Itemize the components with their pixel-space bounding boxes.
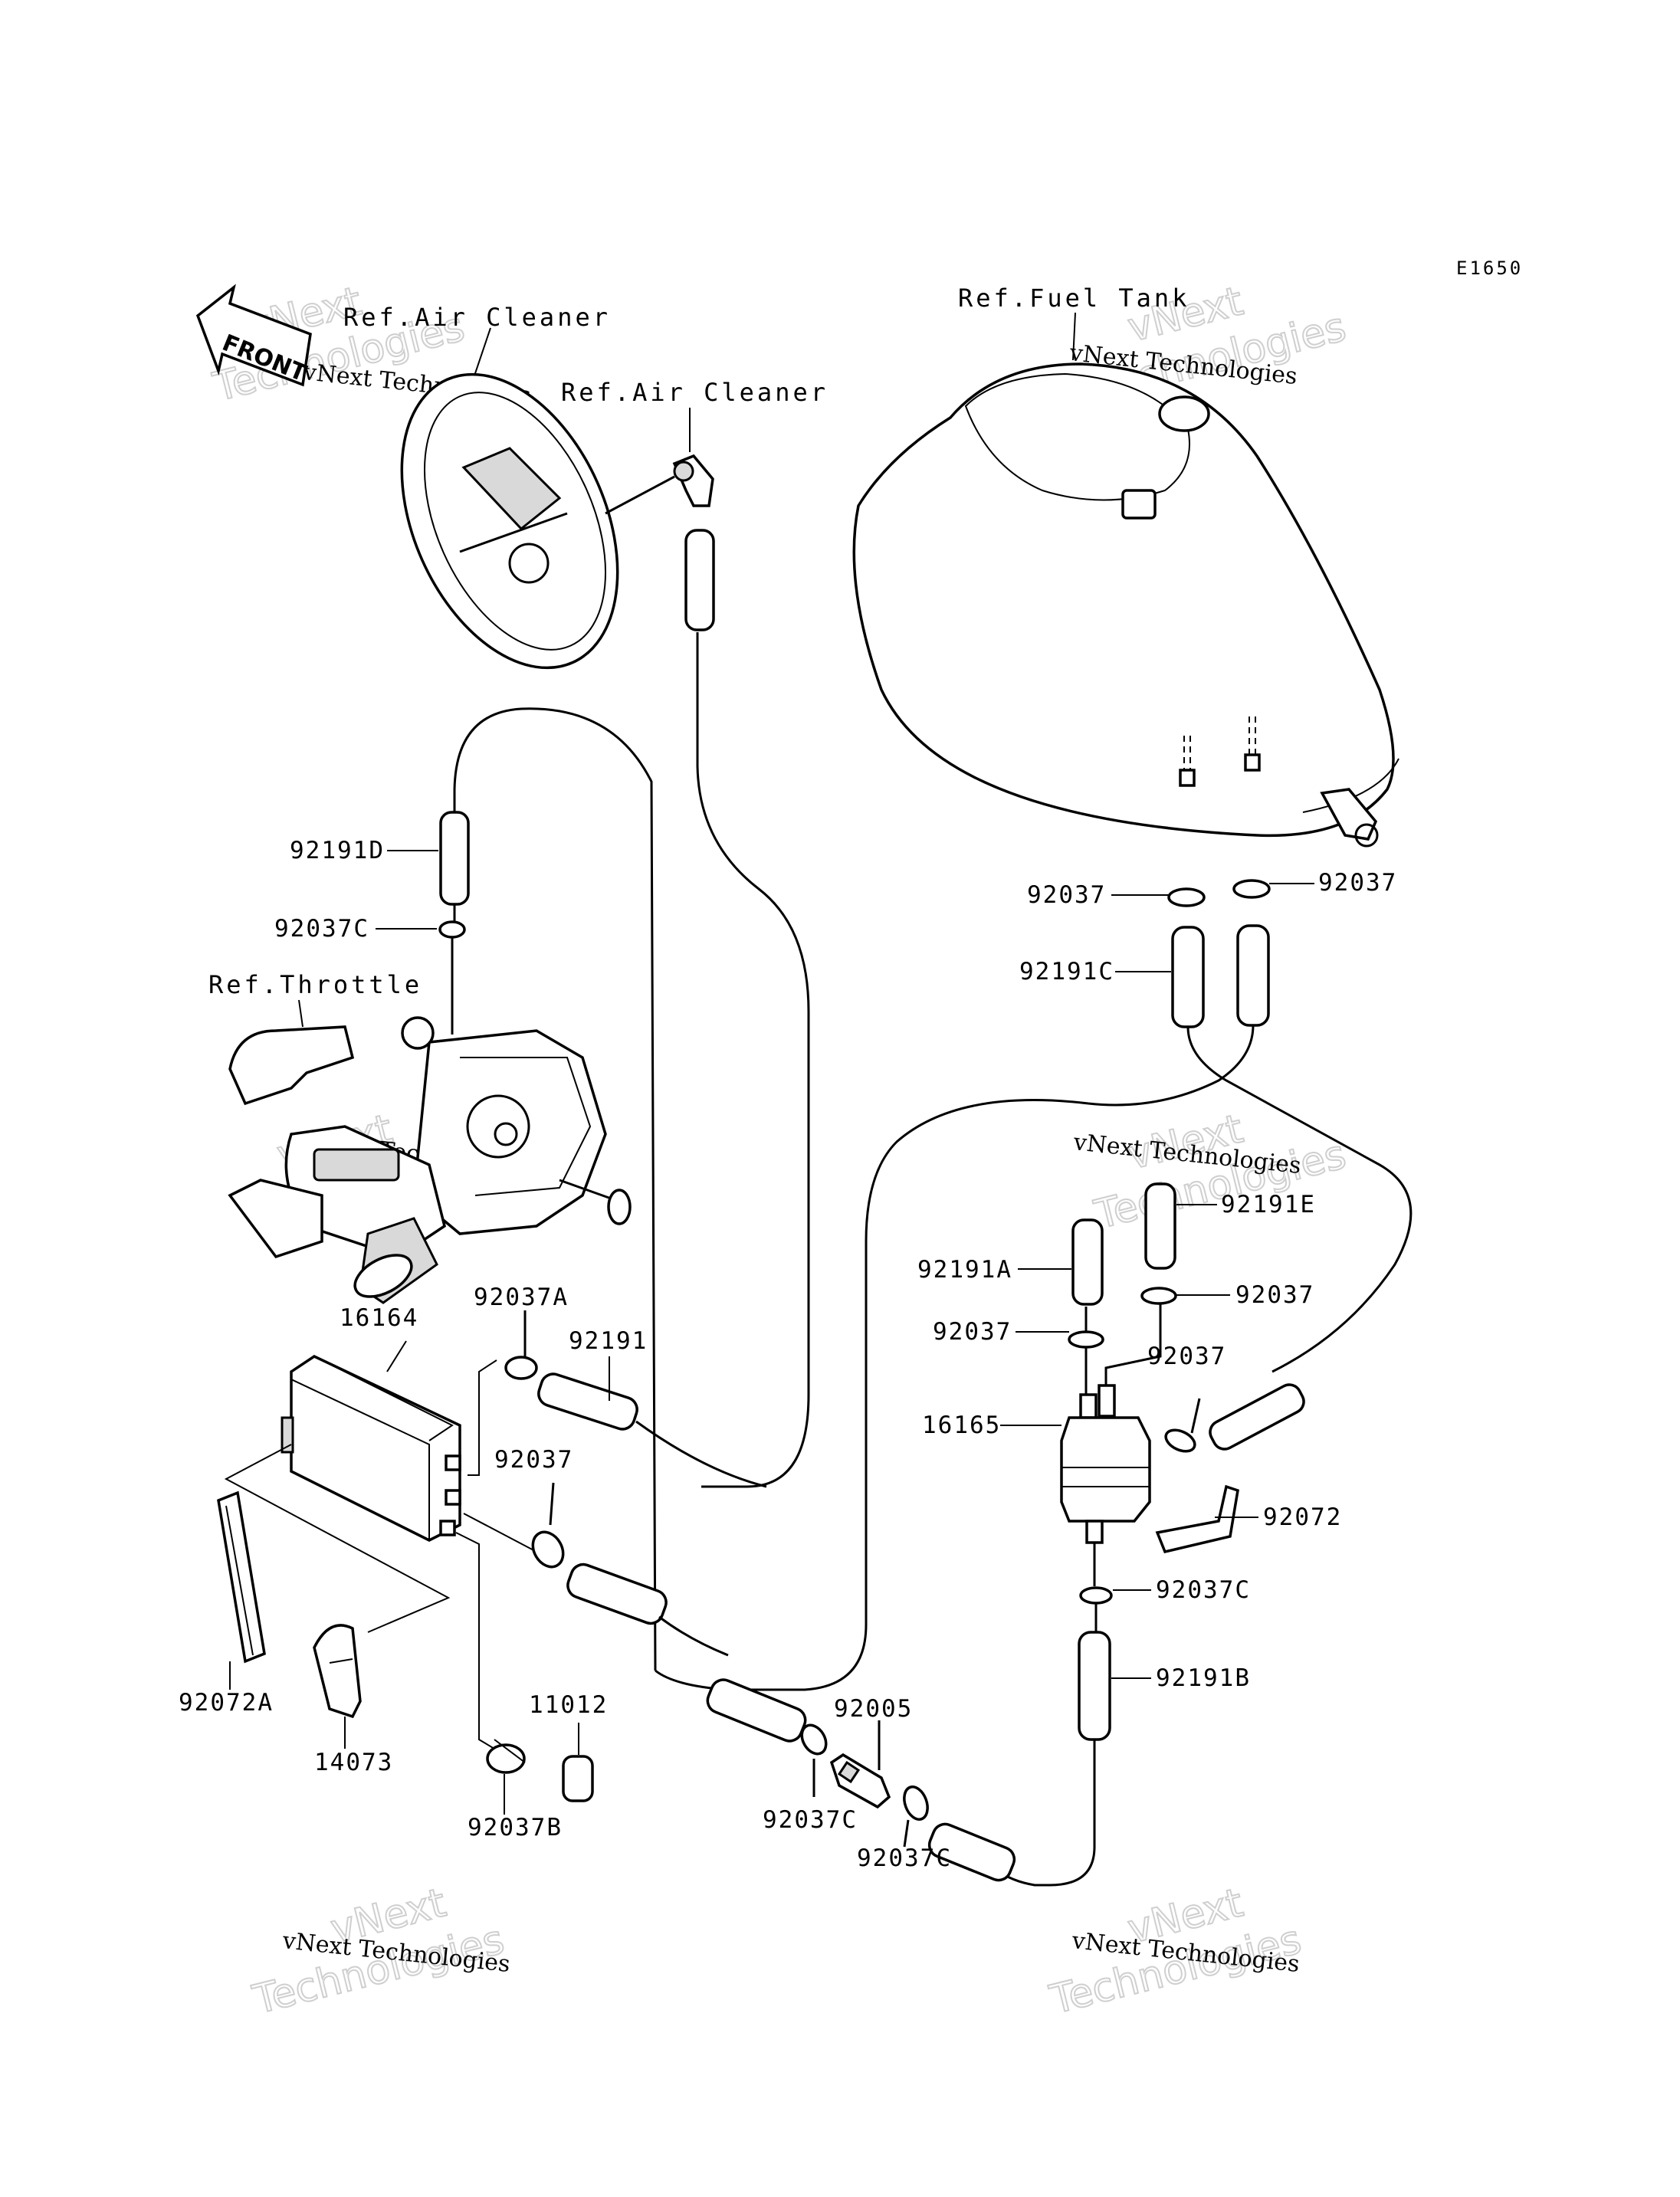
ref-air-cleaner-main: Ref.Air Cleaner [343,303,611,332]
label-92191C: 92191C [1019,958,1114,985]
hose-bottom-right [927,1822,1016,1882]
clamp-92037-tank-right [1232,879,1271,899]
bracket-92072 [1155,1484,1239,1554]
hose-air-cleaner-vent [684,529,810,1488]
fuel-filter-16165 [1060,1384,1151,1544]
clamp-92037A [504,1310,538,1380]
clamp-92037-filter-a [1068,1330,1104,1402]
ref-air-cleaner-fitting: Ref.Air Cleaner [561,378,829,407]
clamp-92037-filter-side [1164,1398,1201,1453]
label-92037B: 92037B [468,1814,563,1841]
canister-leader-lines [224,1359,537,1752]
canister-16164 [281,1340,461,1542]
label-92037-tank-right: 92037 [1318,869,1397,897]
label-11012: 11012 [529,1691,608,1719]
clamp-92037C-top [438,920,466,1035]
hose-right-loop [1209,1383,1305,1451]
clamp-92037C-valve-left [800,1723,828,1797]
clamp-92037C-valve-right [903,1785,929,1848]
label-92037C-filter-bottom: 92037C [1156,1576,1251,1604]
air-cleaner-fitting [672,408,714,507]
hose-92191E [1144,1182,1176,1270]
label-92191: 92191 [569,1327,648,1355]
hose-92191 [537,1372,767,1488]
hose-92191D [439,707,657,1671]
label-92037A: 92037A [474,1284,569,1311]
valve-92005 [829,1720,891,1809]
cap-11012 [562,1755,594,1802]
label-92191D: 92191D [290,837,385,864]
hoses-92191C [655,924,1413,1691]
diagram-code: E1650 [1456,257,1523,279]
clamp-92037C-filter-bottom [1079,1543,1113,1632]
clamp-92037-canister [531,1482,565,1569]
label-92072A: 92072A [179,1689,274,1717]
ref-throttle: Ref.Throttle [208,970,422,999]
label-14073: 14073 [314,1749,393,1776]
clamp-92037-filter-b [1104,1287,1177,1395]
label-92072: 92072 [1263,1503,1342,1531]
label-92005: 92005 [834,1695,913,1723]
label-92037-filter-b: 92037 [1235,1281,1314,1309]
label-92037C-top: 92037C [274,915,369,943]
cap-14073 [313,1624,362,1719]
air-cleaner-housing [400,327,675,670]
hose-92191B [996,1631,1111,1887]
label-92191A: 92191A [917,1256,1012,1284]
ref-fuel-tank: Ref.Fuel Tank [958,284,1189,313]
throttle-body [228,999,632,1304]
label-92191B: 92191B [1156,1664,1251,1692]
label-92191E: 92191E [1221,1191,1316,1218]
label-92037-filter-side: 92037 [1147,1343,1226,1370]
label-16164: 16164 [340,1304,418,1332]
hose-92191A [1071,1218,1104,1341]
hose-bottom-left [706,1678,807,1743]
clamp-92037B [486,1739,526,1774]
label-92037C-valve-right: 92037C [857,1844,952,1872]
part-labels: 92191D 92037C 92037 92037 92191C 92191E … [179,837,1397,1872]
label-92037-filter-a: 92037 [933,1318,1012,1346]
bracket-92072A [217,1490,266,1664]
hose-middle [566,1562,729,1657]
clamp-92037-tank-left [1167,887,1206,907]
label-16165: 16165 [922,1412,1001,1439]
label-92037-canister: 92037 [494,1446,573,1474]
label-92037-tank-left: 92037 [1027,881,1106,909]
fuel-tank [852,312,1399,848]
label-92037C-valve-left: 92037C [763,1806,858,1834]
